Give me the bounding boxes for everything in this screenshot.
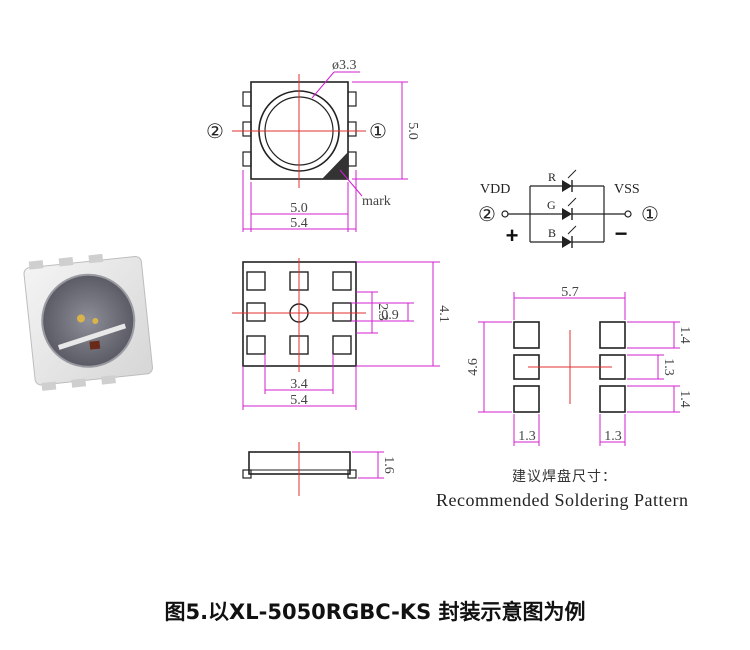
rgb-led-schematic: VDD VSS ② ① R G B + − [478,169,659,248]
schematic-vdd-label: VDD [480,182,510,197]
top-height-label: 5.0 [405,122,420,140]
schematic-right-pin-label: ① [641,204,659,226]
top-mark-label: mark [362,194,391,209]
solder-pad-height-top-label: 1.4 [677,326,692,344]
figure-caption: 图5.以XL-5050RGBC-KS 封装示意图为例 [164,600,586,624]
solder-pattern: 5.7 1.4 1.3 1.4 4.6 1.3 1.3 [466,285,692,446]
solder-width-label: 5.7 [561,285,579,300]
side-view: 1.6 [242,442,396,496]
solder-pad-height-bot-label: 1.4 [677,390,692,408]
bottom-inner-width-label: 3.4 [290,377,308,392]
bottom-outer-height-label: 4.1 [436,305,451,323]
schematic-plus-label: + [506,223,519,248]
solder-pad-width-right-label: 1.3 [604,429,622,444]
bottom-inner-height-label: 2.3 [375,303,390,321]
side-thickness-label: 1.6 [381,456,396,474]
top-diameter-label: ø3.3 [332,58,357,73]
led-b-label: B [548,226,556,240]
led-r-label: R [548,170,556,184]
bottom-outer-width-label: 5.4 [290,393,308,408]
solder-title-cn: 建议焊盘尺寸： [512,469,617,485]
solder-pad-width-left-label: 1.3 [518,429,536,444]
solder-title-en: Recommended Soldering Pattern [436,490,689,510]
solder-total-height-label: 4.6 [466,358,481,376]
led-photo [23,253,154,391]
top-left-pin-label: ② [206,121,224,143]
top-view: ② ① ø3.3 5.0 mark 5.0 5.4 [206,58,420,232]
top-right-pin-label: ① [369,121,387,143]
top-inner-width-label: 5.0 [290,201,308,216]
led-g-label: G [547,198,556,212]
schematic-left-pin-label: ② [478,204,496,226]
schematic-vss-label: VSS [614,182,640,197]
bottom-pad-pitch-label: 0.9 [381,308,399,323]
bottom-view: 0.9 2.3 4.1 3.4 5.4 [232,258,451,410]
solder-pad-height-mid-label: 1.3 [661,358,676,376]
schematic-minus-label: − [615,221,628,246]
top-outer-width-label: 5.4 [290,216,308,231]
